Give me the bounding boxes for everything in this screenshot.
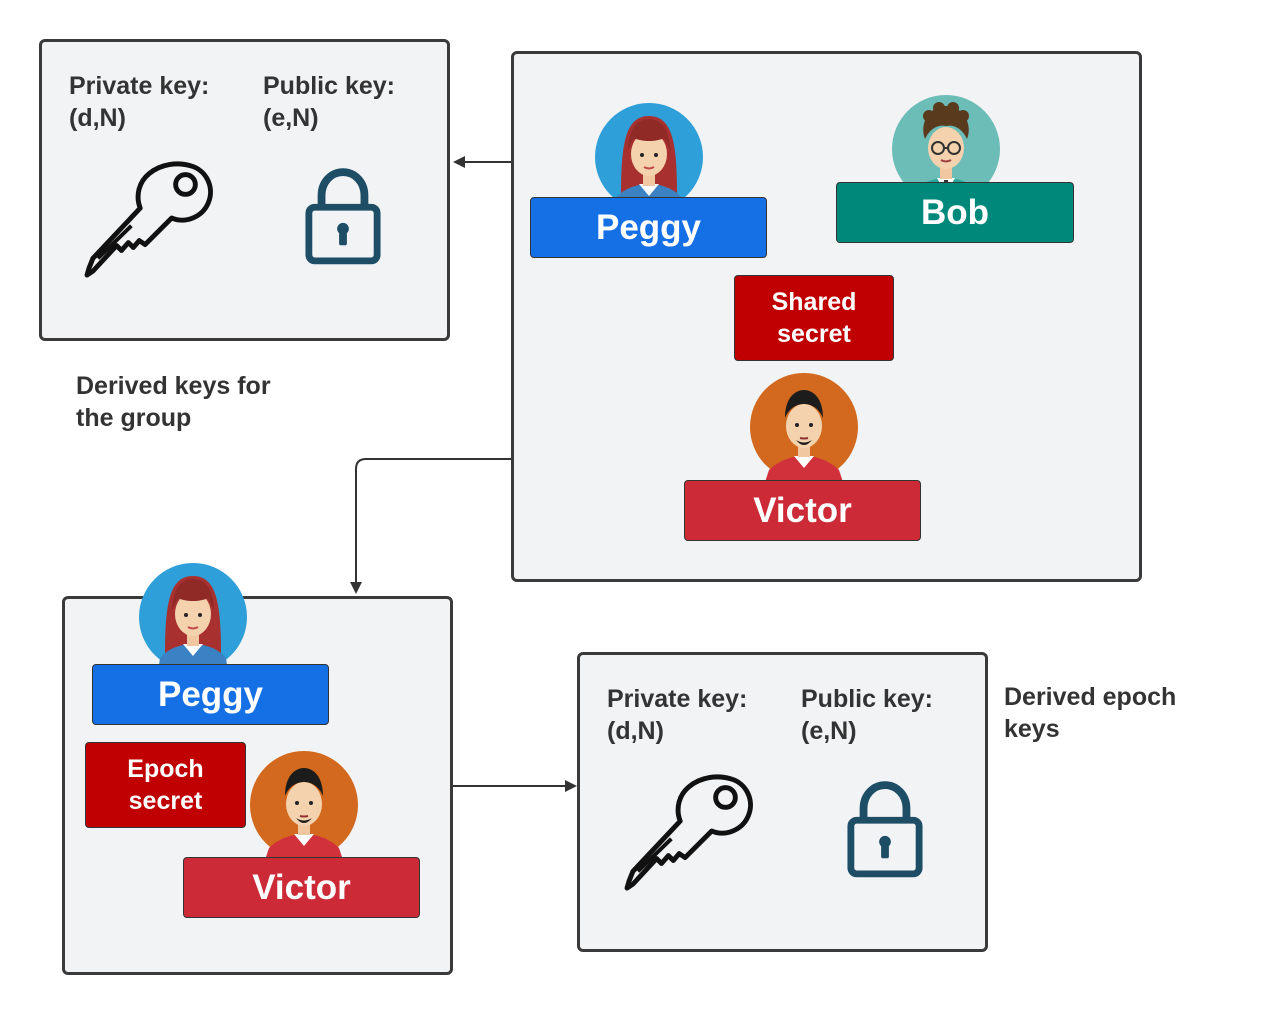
shared-secret-tag: Shared secret (734, 275, 894, 361)
epoch-secret-tag: Epoch secret (85, 742, 246, 828)
group-public-key-label: Public key: (e,N) (263, 72, 395, 132)
victor-name-tag: Victor (183, 857, 420, 918)
group-keys-panel: Private key: (d,N) Public key: (e,N) (39, 39, 450, 341)
bob-name-tag: Bob (836, 182, 1074, 243)
group-private-key-label: Private key: (d,N) (69, 72, 210, 132)
peggy-avatar (594, 102, 704, 212)
epoch-keys-panel: Private key: (d,N) Public key: (e,N) (577, 652, 988, 952)
arrow-group-to-epoch (350, 458, 511, 594)
peggy-name-tag: Peggy (530, 197, 767, 258)
padlock-icon (846, 780, 924, 880)
epoch-private-key-label: Private key: (d,N) (607, 685, 748, 745)
peggy-name-tag: Peggy (92, 664, 329, 725)
padlock-icon (304, 167, 382, 267)
key-icon (84, 152, 222, 280)
victor-avatar (249, 750, 359, 860)
group-keys-caption: Derived keys for the group (76, 372, 271, 432)
epoch-keys-caption: Derived epoch keys (1004, 683, 1177, 743)
victor-name-tag: Victor (684, 480, 921, 541)
victor-avatar (749, 372, 859, 482)
peggy-avatar (138, 562, 248, 672)
epoch-public-key-label: Public key: (e,N) (801, 685, 933, 745)
key-icon (624, 765, 762, 893)
